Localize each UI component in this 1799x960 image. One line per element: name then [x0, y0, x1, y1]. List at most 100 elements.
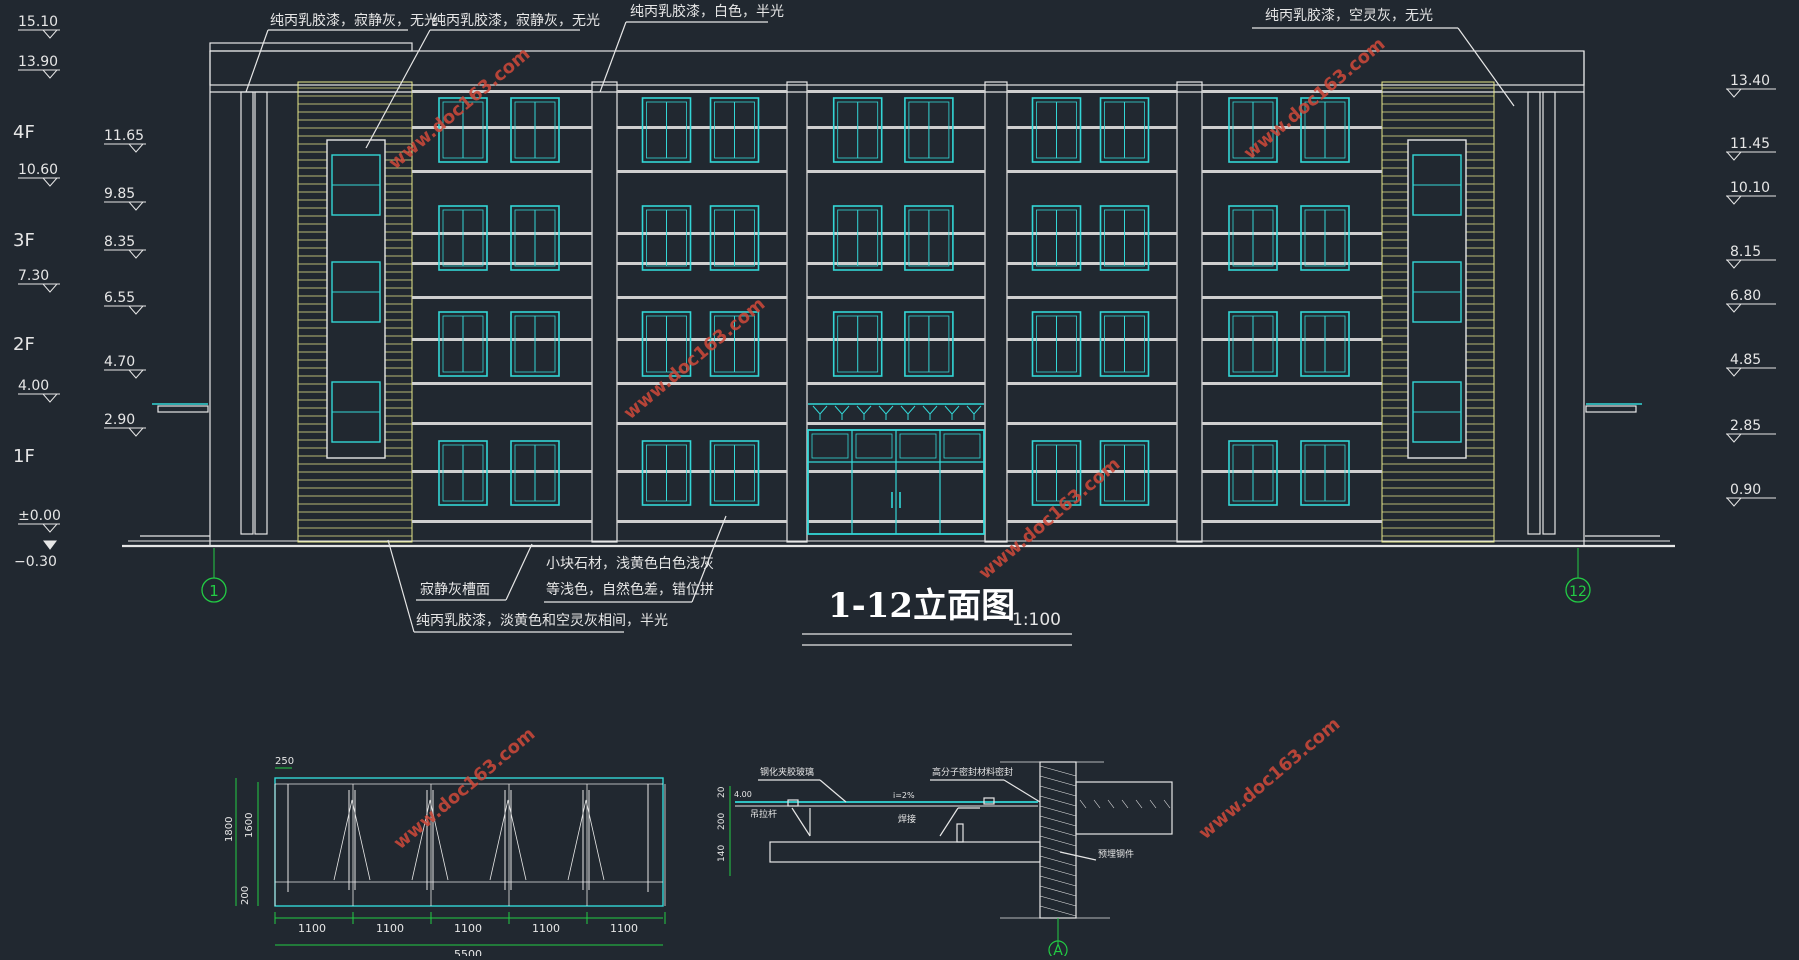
annotation-bottom-3b: 等浅色，自然色差，错位拼: [546, 581, 714, 598]
section-label-leader: [1059, 851, 1097, 861]
level-marker-right: 0.90: [1725, 482, 1776, 507]
facade-window: [1099, 311, 1150, 377]
level-marker-right: 13.40: [1725, 73, 1776, 98]
level-triangle: [1725, 433, 1743, 443]
plan-dim-left-outer: 1800: [224, 817, 235, 842]
floor-band: [412, 520, 592, 523]
parapet-left: [209, 42, 413, 52]
wall-hatch: [1039, 785, 1077, 797]
floor-band: [807, 170, 985, 173]
entrance-canopy-bracket: [834, 405, 850, 420]
entrance-canopy-bracket: [966, 405, 982, 420]
level-triangle: [41, 29, 59, 39]
plan-dim-4: 1100: [532, 922, 560, 935]
facade-window: [1300, 97, 1350, 163]
facade-window: [1228, 311, 1278, 377]
floor-band: [412, 262, 592, 265]
wall-hatch: [1039, 865, 1077, 877]
annotation-top-4: 纯丙乳胶漆，空灵灰，无光: [1265, 7, 1433, 24]
floor-band: [1007, 232, 1177, 235]
clamp: [983, 797, 995, 805]
annotation-bottom-2: 纯丙乳胶漆，淡黄色和空灵灰相间，半光: [416, 612, 668, 629]
plan-dim-2: 1100: [376, 922, 404, 935]
facade-window: [904, 311, 954, 377]
plan-brace: [489, 799, 527, 881]
weld-plate: [956, 823, 964, 843]
watermark-text: www.doc163.com: [390, 724, 540, 854]
floor-band: [807, 232, 985, 235]
slab-section: [1075, 781, 1173, 835]
annotation-leader: [505, 543, 533, 601]
facade-window: [1031, 205, 1082, 271]
wall-hatch: [1039, 855, 1077, 867]
wall-hatch: [1039, 775, 1077, 787]
level-value: 0.90: [1730, 482, 1761, 498]
level-marker-mid: 11.65: [104, 128, 146, 153]
canopy-beam: [769, 841, 1041, 863]
floor-band: [1202, 338, 1382, 341]
annotation-top-1: 纯丙乳胶漆，寂静灰，无光: [270, 12, 438, 29]
facade-window: [438, 97, 488, 163]
side-canopy-right-body: [1585, 405, 1637, 413]
facade-window: [510, 440, 560, 506]
level-value: 10.60: [18, 162, 58, 178]
annotation-leader: [387, 539, 415, 633]
entrance-light: [811, 433, 849, 459]
section-dim-1: 20: [717, 786, 727, 798]
floor-band: [617, 126, 787, 129]
slab-hatch: [1079, 799, 1087, 809]
axis-label-right: 12: [1569, 584, 1587, 600]
level-marker-left: 15.10: [18, 14, 60, 39]
level-marker-mid: 2.90: [104, 412, 146, 437]
floor-band: [412, 470, 592, 473]
slab-hatch: [1107, 799, 1115, 809]
level-triangle: [127, 427, 145, 437]
facade-window: [709, 440, 760, 506]
section-label-embed: 预埋钢件: [1098, 848, 1134, 860]
floor-band: [617, 422, 787, 425]
level-triangle: [41, 177, 59, 187]
level-value: 4.85: [1730, 352, 1761, 368]
level-value: 15.10: [18, 14, 58, 30]
facade-window: [1300, 205, 1350, 271]
floor-band: [807, 338, 985, 341]
level-triangle: [1725, 195, 1743, 205]
level-marker-mid: 4.70: [104, 354, 146, 379]
level-triangle: [1725, 151, 1743, 161]
level-value: ±0.00: [18, 508, 61, 524]
level-marker-right: 8.15: [1725, 244, 1776, 269]
wall-hatch: [1039, 795, 1077, 807]
level-value: 6.55: [104, 290, 135, 306]
level-marker-left: 4.00: [18, 378, 60, 403]
floor-label: 3F: [13, 230, 35, 251]
floor-band: [412, 382, 592, 385]
floor-band: [1007, 170, 1177, 173]
section-dim-3: 140: [717, 845, 727, 862]
section-label-glass: 钢化夹胶玻璃: [760, 766, 814, 778]
facade-window: [1228, 97, 1278, 163]
facade-window: [1099, 205, 1150, 271]
entrance-light: [899, 433, 937, 459]
facade-window: [641, 311, 692, 377]
side-canopy-left-body: [157, 405, 209, 413]
floor-label: 4F: [13, 122, 35, 143]
annotation-leader: [365, 29, 431, 149]
facade-window: [1228, 205, 1278, 271]
annotation-leader: [691, 515, 727, 603]
level-marker-right: 6.80: [1725, 288, 1776, 313]
level-value: 13.90: [18, 54, 58, 70]
floor-label: 1F: [13, 446, 35, 467]
facade-window: [904, 97, 954, 163]
floor-band: [617, 382, 787, 385]
floor-band: [412, 170, 592, 173]
floor-band: [617, 296, 787, 299]
level-triangle: [1725, 259, 1743, 269]
wall-hatch: [1039, 905, 1077, 917]
facade-window: [1099, 440, 1150, 506]
floor-band: [617, 262, 787, 265]
floor-band: [617, 90, 787, 93]
right-wing-column: [1527, 91, 1541, 535]
floor-band: [1007, 338, 1177, 341]
